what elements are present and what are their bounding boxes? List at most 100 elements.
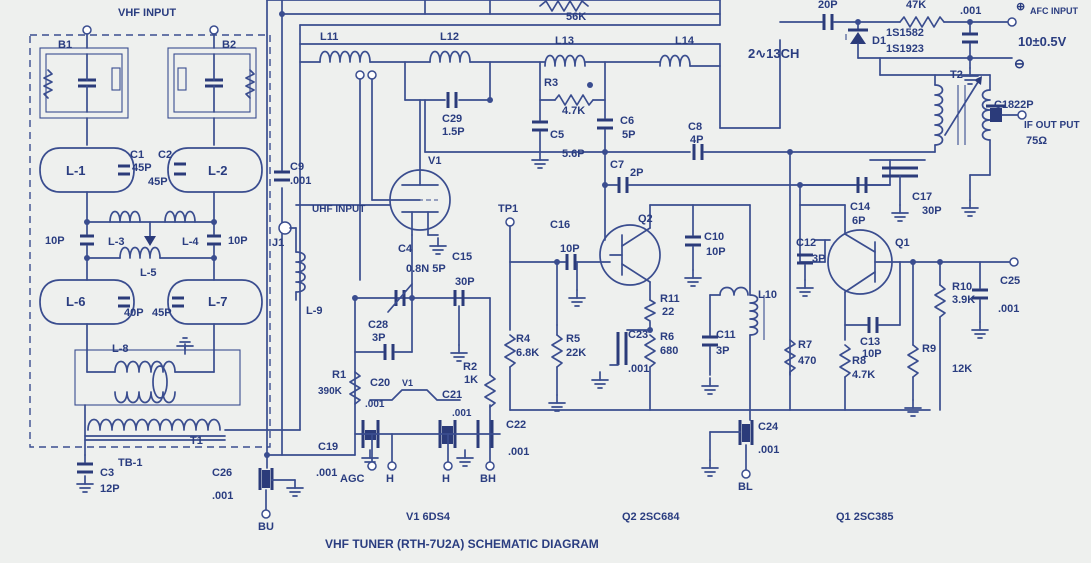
capacitor-c29 [446, 92, 458, 108]
capacitor-c25 [972, 288, 988, 300]
terminal-h-left[interactable] [387, 461, 397, 471]
capacitor-c16 [565, 254, 577, 270]
label-20p: 20P [818, 0, 838, 11]
label-l-9: L-9 [306, 305, 323, 317]
label-tp1: TP1 [498, 203, 518, 215]
capacitor-c13 [867, 317, 879, 333]
transformer-t1 [87, 418, 221, 431]
capacitor-c10 [685, 235, 701, 247]
label-afc-symbol: ⊕ [1016, 1, 1025, 13]
vhf-input-terminal-right[interactable] [209, 25, 219, 35]
coil-l-7 [167, 279, 263, 325]
coil-l-2 [167, 147, 263, 193]
label-c15: C15 [452, 251, 472, 263]
label-d1-type-2: 1S1923 [886, 43, 924, 55]
label-c-l6-value: 40P [124, 307, 144, 319]
coil-l11 [319, 50, 371, 63]
label-c19: C19 [318, 441, 338, 453]
resistor-r1 [349, 371, 361, 405]
label-c2-value: 45P [148, 176, 168, 188]
terminal-bu[interactable] [261, 509, 271, 519]
label-c25-value: .001 [998, 303, 1019, 315]
label-agc: AGC [340, 473, 365, 485]
capacitor-c3 [77, 462, 93, 474]
terminal-bl[interactable] [741, 469, 751, 479]
label-l-1: L-1 [66, 163, 86, 178]
resistor-r8 [839, 344, 851, 378]
label-c23: C23 [628, 329, 648, 341]
label-c26: C26 [212, 467, 232, 479]
label-c11: C11 [716, 329, 736, 341]
transformer-t2 [934, 84, 944, 146]
afc-input-terminal[interactable] [1007, 17, 1017, 27]
capacitor-c17 [882, 166, 918, 178]
transistor-q1 [827, 229, 901, 295]
capacitor-c26 [258, 468, 274, 490]
resistor-r6 [644, 334, 656, 368]
label-c9-value: .001 [290, 175, 311, 187]
label-ground-symbol: ⊖ [1014, 56, 1025, 71]
capacitor-c24 [738, 420, 754, 445]
label-bh: BH [480, 473, 496, 485]
label-l-5: L-5 [140, 267, 157, 279]
label-c29: C29 [442, 113, 462, 125]
label-l-4: L-4 [182, 236, 199, 248]
label-c22: C22 [506, 419, 526, 431]
if-output-terminal[interactable] [1017, 110, 1027, 120]
label-r4-value: 6.8K [516, 347, 539, 359]
label-t2: T2 [950, 69, 963, 81]
label-l14: L14 [675, 35, 695, 47]
label-r7: R7 [798, 339, 812, 351]
label-c6-value: 5P [622, 129, 635, 141]
label-r11: R11 [660, 293, 680, 305]
label-d1: D1 [872, 35, 886, 47]
label-l-2: L-2 [208, 163, 228, 178]
label-c24-value: .001 [758, 444, 779, 456]
label-c28: C28 [368, 319, 388, 331]
label-c2: C2 [158, 149, 172, 161]
capacitor-c6 [597, 118, 613, 130]
label-q2: Q2 [638, 213, 653, 225]
label-q1-type: Q1 2SC385 [836, 511, 893, 523]
label-afc-voltage: 10±0.5V [1018, 34, 1067, 49]
label-c1: C1 [130, 149, 144, 161]
label-c20-value: .001 [365, 399, 385, 410]
coil-l13 [544, 54, 586, 67]
label-c16: C16 [550, 219, 570, 231]
label-uhf-input: UHF INPUT [312, 204, 365, 215]
label-c8: C8 [688, 121, 702, 133]
coil-l-9 [295, 251, 306, 293]
varactor-diode-d1 [845, 28, 868, 44]
capacitor-c28 [383, 344, 395, 360]
label-c12: C12 [796, 237, 816, 249]
label-if-output: IF OUT PUT [1024, 120, 1080, 131]
label-v1-type: V1 6DS4 [406, 511, 451, 523]
label-r3-value: 4.7K [562, 105, 585, 117]
capacitor-c2 [174, 162, 186, 176]
label-c16-value: 10P [560, 243, 580, 255]
label-channel-range: 2∿13CH [748, 46, 799, 61]
capacitor-c18 [986, 104, 1006, 122]
label-r1: R1 [332, 369, 346, 381]
terminal-bh[interactable] [485, 461, 495, 471]
vhf-input-terminal-left[interactable] [82, 25, 92, 35]
vhf-input-shield-box [29, 34, 271, 448]
capacitor-c7 [617, 177, 629, 193]
test-point-tp1[interactable] [505, 217, 515, 227]
label-r3: R3 [544, 77, 558, 89]
label-c7: C7 [610, 159, 624, 171]
label-if-impedance: 75Ω [1026, 135, 1047, 147]
coil-l-5 [119, 246, 161, 259]
label-c5: C5 [550, 129, 564, 141]
component-labels: VHF INPUT B1 B2 L-1 L-2 C1 45P C2 45P 10… [45, 0, 1080, 551]
capacitor-c5 [532, 120, 548, 132]
terminal-agc[interactable] [367, 461, 377, 471]
q1-output-terminal[interactable] [1009, 257, 1019, 267]
label-q1: Q1 [895, 237, 910, 249]
label-d1-type-1: 1S1582 [886, 27, 924, 39]
label-l13: L13 [555, 35, 574, 47]
terminal-h-right[interactable] [443, 461, 453, 471]
label-r2-value: 1K [464, 374, 478, 386]
label-c24: C24 [758, 421, 779, 433]
label-r2: R2 [463, 361, 477, 373]
